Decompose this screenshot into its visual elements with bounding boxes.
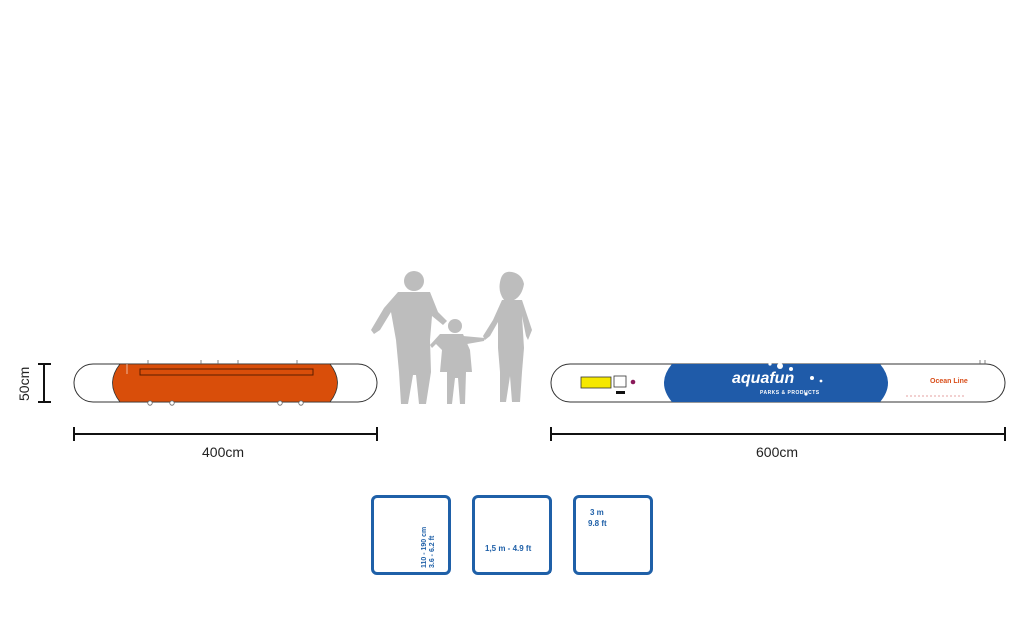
small-tube	[73, 360, 378, 406]
height-cm-label: 110 - 190 cm	[421, 526, 428, 568]
large-width-label: 600cm	[756, 444, 799, 460]
large-width-dimension	[550, 427, 1006, 441]
jump-feet-label: 9.8 ft	[588, 519, 607, 528]
product-line-label: Ocean Line	[930, 378, 968, 385]
height-requirement-tile: 110 - 190 cm 3.6 - 6.2 ft	[371, 495, 451, 575]
depth-label: 1,5 m - 4.9 ft	[485, 544, 532, 553]
height-ft-label: 3.6 - 6.2 ft	[429, 535, 436, 568]
water-depth-tile: 1,5 m - 4.9 ft	[472, 495, 552, 575]
brand-logo-subtitle: PARKS & PRODUCTS	[760, 390, 820, 396]
family-silhouette	[371, 271, 532, 404]
jump-meters-label: 3 m	[590, 508, 604, 517]
jump-distance-tile: 3 m 9.8 ft	[573, 495, 653, 575]
small-width-dimension	[73, 427, 378, 441]
large-tube	[550, 360, 1006, 403]
small-width-label: 400cm	[202, 444, 245, 460]
height-label: 50cm	[16, 366, 32, 401]
brand-logo: aquafun	[732, 370, 795, 387]
height-dimension	[38, 363, 51, 403]
